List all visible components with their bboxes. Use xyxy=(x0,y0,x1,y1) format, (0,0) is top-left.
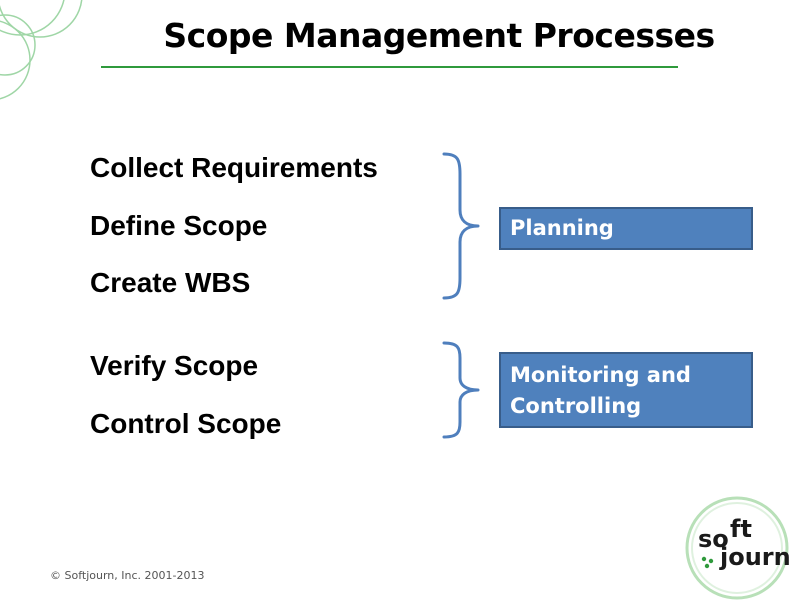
process-verify-scope: Verify Scope xyxy=(90,350,259,381)
phase-label-line: Controlling xyxy=(510,394,642,418)
svg-text:so: so xyxy=(698,525,729,553)
phase-monitoring-controlling: Monitoring and Controlling xyxy=(499,352,753,428)
page-title: Scope Management Processes xyxy=(163,16,715,55)
monitoring-brace-icon xyxy=(442,341,480,439)
phase-label-line: Monitoring and xyxy=(510,363,691,387)
process-create-wbs: Create WBS xyxy=(90,267,251,298)
softjourn-logo: so ft journ xyxy=(685,496,790,600)
phase-planning: Planning xyxy=(499,207,753,250)
process-collect-requirements: Collect Requirements xyxy=(90,152,378,183)
decorative-circles xyxy=(0,0,83,100)
process-control-scope: Control Scope xyxy=(90,408,282,439)
process-define-scope: Define Scope xyxy=(90,210,268,241)
title-underline xyxy=(101,66,678,68)
planning-brace-icon xyxy=(442,152,480,300)
svg-text:ft: ft xyxy=(730,515,752,543)
svg-text:journ: journ xyxy=(719,543,790,571)
copyright-footer: © Softjourn, Inc. 2001-2013 xyxy=(50,569,205,582)
